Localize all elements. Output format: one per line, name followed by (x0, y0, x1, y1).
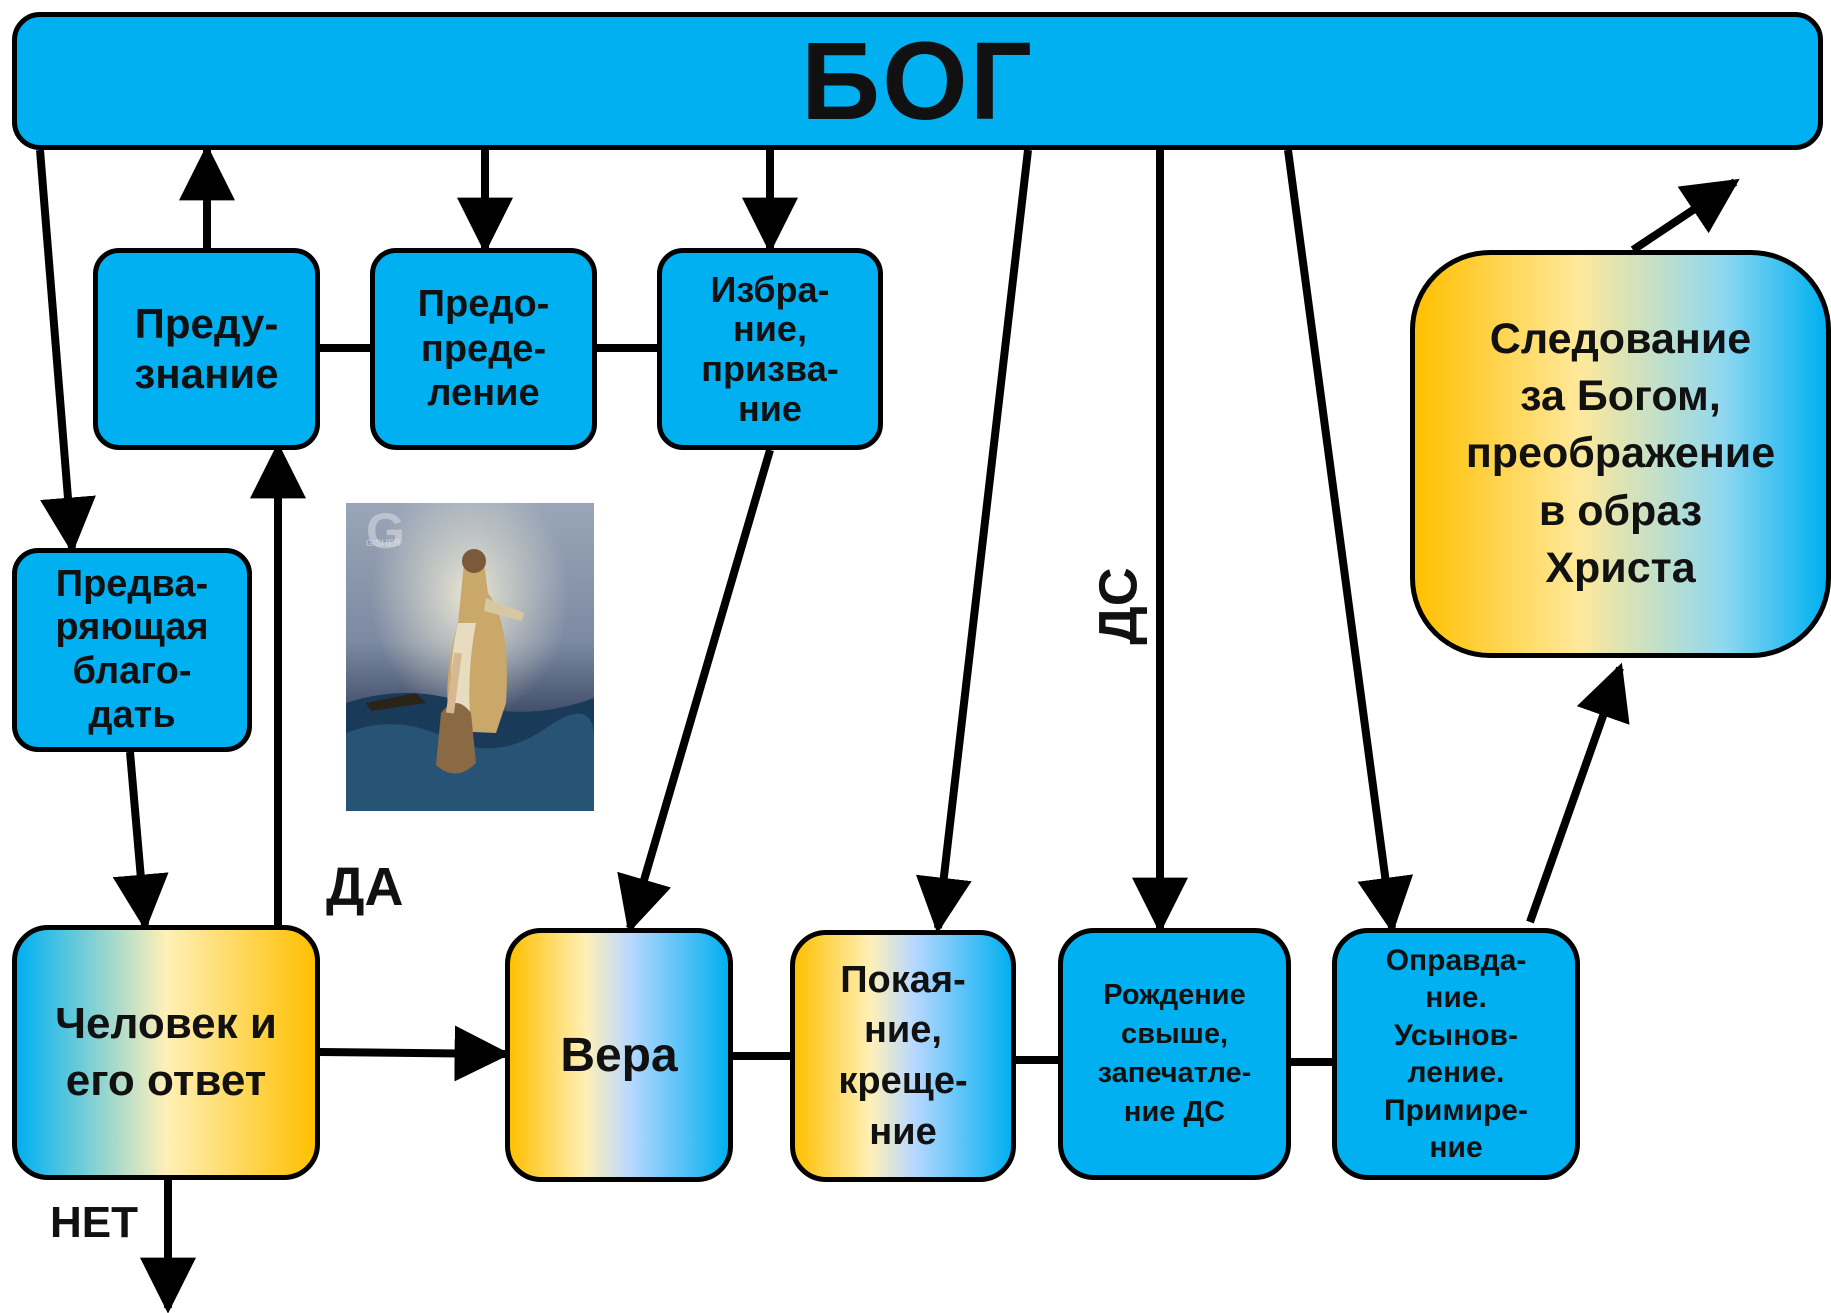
following-label: Следование за Богом, преображение в обра… (1465, 315, 1776, 592)
arrow-grace-to-man (112, 751, 169, 931)
svg-text:G: G (366, 503, 405, 559)
label-no: НЕТ (50, 1198, 138, 1247)
arrow-justification-to-following (1526, 662, 1630, 924)
box-following-god: Следование за Богом, преображение в обра… (1410, 250, 1831, 658)
label-holy-spirit: ДС (1088, 567, 1149, 645)
man-label: Человек и его ответ (55, 999, 277, 1105)
arrow-following-upward (1630, 178, 1740, 254)
arrow-god-to-justification (1284, 149, 1414, 934)
repentance-label: Покая- ние, креще- ние (838, 958, 968, 1153)
box-rebirth: Рождение свыше, запечатле- ние ДС (1058, 928, 1291, 1180)
svg-text:GISHER: GISHER (366, 538, 401, 548)
box-repentance: Покая- ние, креще- ние (790, 930, 1016, 1182)
box-election: Избра- ние, призва- ние (657, 248, 883, 450)
rebirth-label: Рождение свыше, запечатле- ние ДС (1097, 978, 1252, 1129)
election-label: Избра- ние, призва- ние (701, 268, 839, 429)
justification-label: Оправда- ние. Усынов- ление. Примире- ни… (1384, 943, 1528, 1165)
faith-label: Вера (560, 1028, 678, 1082)
label-yes: ДА (326, 857, 404, 917)
arrow-god-to-repentance (915, 149, 1032, 934)
arrow-man-to-faith (319, 1025, 511, 1082)
prevenient-grace-label: Предва- ряющая благо- дать (55, 562, 209, 736)
painting-svg: G GISHER (346, 503, 594, 811)
god-banner: БОГ (12, 12, 1823, 150)
arrow-election-to-faith (617, 448, 774, 934)
box-justification: Оправда- ние. Усынов- ление. Примире- ни… (1332, 928, 1580, 1180)
box-predestination: Предо- преде- ление (370, 248, 597, 450)
box-foreknowledge: Преду- знание (93, 248, 320, 450)
box-man-response: Человек и его ответ (12, 925, 320, 1180)
foreknowledge-label: Преду- знание (134, 299, 279, 397)
god-label: БОГ (801, 19, 1034, 143)
box-faith: Вера (505, 928, 733, 1182)
predestination-label: Предо- преде- ление (417, 282, 550, 415)
box-prevenient-grace: Предва- ряющая благо- дать (12, 548, 252, 752)
arrow-god-to-grace (36, 149, 96, 554)
jesus-walking-on-water-picture: G GISHER (346, 503, 594, 811)
